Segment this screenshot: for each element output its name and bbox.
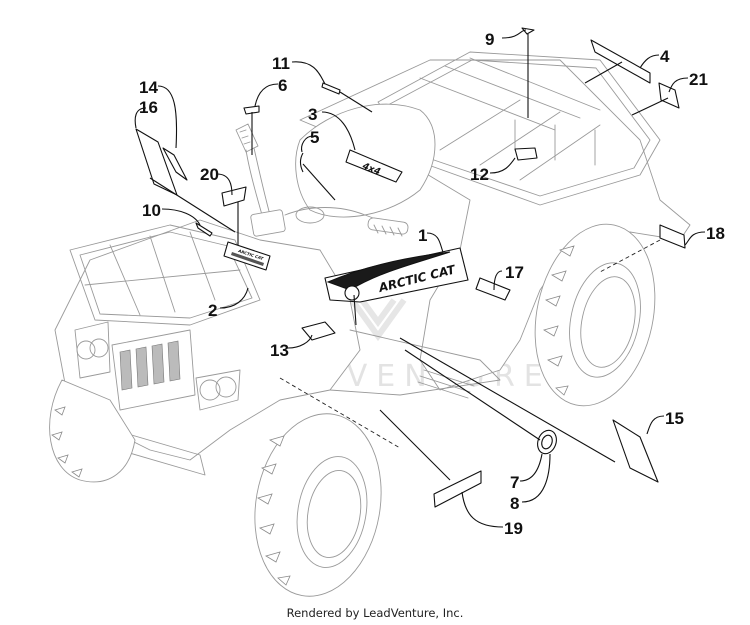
callout-14: 14: [139, 78, 158, 97]
rear-rack: [377, 51, 661, 206]
decal-10: [195, 222, 213, 237]
decal-1-side-graphic: ARCTIC CAT: [324, 247, 469, 303]
callout-9: 9: [485, 30, 494, 49]
footer-credit: Rendered by LeadVenture, Inc.: [286, 606, 464, 620]
decal-7-8-emblem: [537, 429, 557, 455]
callout-10: 10: [142, 201, 161, 220]
decal-19: [433, 470, 482, 508]
callout-21: 21: [689, 70, 708, 89]
callout-17: 17: [505, 263, 524, 282]
decal-17: [475, 277, 511, 301]
callout-15: 15: [665, 409, 684, 428]
callout-13: 13: [270, 341, 289, 360]
front-grille: [111, 329, 196, 411]
callout-1: 1: [418, 226, 427, 245]
callout-5: 5: [310, 128, 319, 147]
decal-15: [612, 419, 659, 483]
decal-9: [521, 27, 535, 35]
decal-18: [659, 224, 686, 249]
callout-20: 20: [200, 165, 219, 184]
decal-21: [658, 82, 680, 109]
callout-12: 12: [470, 165, 489, 184]
decal-20: [221, 186, 247, 207]
front-right-wheel: [254, 413, 382, 597]
callout-8: 8: [510, 494, 519, 513]
footrest: [417, 369, 475, 399]
decal-14: [162, 147, 188, 181]
callout-11: 11: [272, 54, 290, 73]
rear-wheel: [534, 223, 656, 407]
callout-2: 2: [208, 301, 217, 320]
callout-3: 3: [308, 105, 317, 124]
decal-13: [301, 321, 336, 341]
front-left-wheel: [49, 379, 136, 483]
callout-16: 16: [139, 98, 158, 117]
decal-5: [299, 152, 304, 173]
callout-18: 18: [706, 224, 725, 243]
headlights: [74, 321, 241, 411]
front-rack: [69, 224, 261, 326]
projection-lines: [149, 34, 669, 481]
handlebar: [235, 123, 409, 237]
watermark-logo-icon: [349, 298, 407, 342]
footwell: [329, 329, 501, 396]
decal-12: [514, 147, 538, 161]
callout-curves: [134, 29, 706, 528]
callout-4: 4: [660, 47, 670, 66]
callout-labels: 1 2 3 4 5 6 7 8 9 10 11 12 13 14 15 16 1…: [139, 30, 725, 538]
callout-19: 19: [504, 519, 523, 538]
callout-6: 6: [278, 76, 287, 95]
atv-drawing: [49, 51, 691, 597]
callout-7: 7: [510, 473, 519, 492]
decal-11: [321, 82, 341, 95]
decal-4: [590, 39, 651, 84]
decal-6: [243, 105, 260, 115]
